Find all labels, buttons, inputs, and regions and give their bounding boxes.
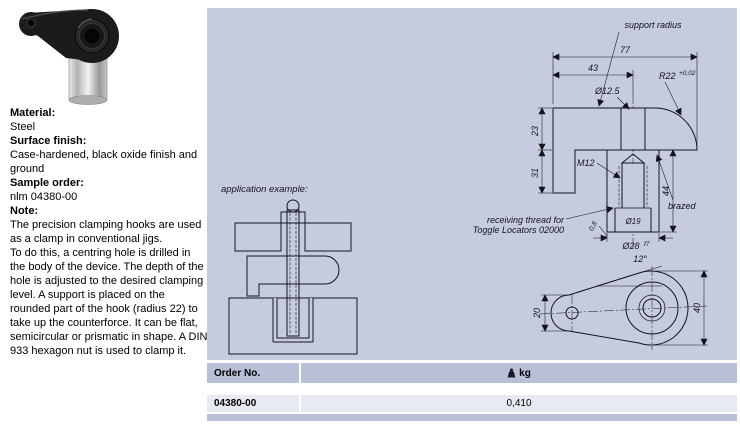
dim-lip-height: 31 [530, 168, 540, 178]
brazed-label: brazed [668, 201, 697, 211]
note-text: The precision clamping hooks are used as… [10, 219, 208, 357]
dim-radius-tol: +0,02 [679, 70, 696, 77]
plan-view: 20 40 12° [532, 254, 708, 350]
dim-shank-fit: f7 [644, 241, 650, 248]
dim-radius: R22 [659, 71, 676, 81]
weight-header: kg [301, 363, 737, 383]
dim-thread: M12 [577, 158, 595, 168]
main-section-view [552, 94, 698, 248]
dim-large-end-width: 40 [692, 303, 702, 313]
dim-surface-finish: 0,8 [588, 221, 599, 233]
sample-order-label: Sample order: [10, 177, 84, 189]
dim-shank-dia: Ø28 [621, 241, 639, 251]
weight-icon [507, 368, 516, 378]
product-photo-image [19, 9, 119, 105]
receiving-thread-label-1: receiving thread for [487, 215, 565, 225]
dim-head-height: 23 [530, 126, 540, 137]
surface-finish-symbol: 0,8 [588, 221, 608, 238]
order-no-cell: 04380-00 [207, 395, 301, 412]
weight-header-label: kg [519, 367, 531, 379]
order-no-header: Order No. [207, 363, 301, 383]
sample-order-value: nlm 04380-00 [10, 191, 78, 203]
dim-angle: 12° [633, 254, 647, 264]
shank-cylinder [68, 57, 108, 105]
hook-head [19, 9, 119, 63]
table-header-row: Order No. kg [207, 363, 737, 383]
table-row: 04380-00 0,410 [207, 395, 737, 412]
surface-finish-value: Case-hardened, black oxide finish and gr… [10, 149, 198, 175]
dim-shank-length: 44 [661, 186, 671, 196]
material-label: Material: [10, 107, 56, 119]
order-table: Order No. kg 04380-00 0,410 [207, 363, 737, 421]
product-info: Material: Steel Surface finish: Case-har… [10, 106, 208, 358]
weight-cell: 0,410 [506, 398, 532, 409]
surface-finish-label: Surface finish: [10, 135, 87, 147]
material-value: Steel [10, 121, 36, 133]
main-view-dimensions: support radius 77 43 R22 +0,02 Ø12.5 [473, 20, 698, 251]
dim-total-width: 77 [620, 45, 631, 55]
dim-hole-dia: Ø12.5 [594, 86, 621, 96]
technical-drawing: support radius 77 43 R22 +0,02 Ø12.5 [221, 20, 708, 355]
dim-counterbore-dia: Ø19 [624, 217, 641, 226]
dim-small-end-width: 20 [532, 308, 542, 319]
support-radius-label: support radius [624, 20, 682, 30]
note-label: Note: [10, 205, 39, 217]
drawing-panel: support radius 77 43 R22 +0,02 Ø12.5 [207, 8, 737, 360]
dim-hole-offset: 43 [588, 63, 598, 73]
table-bottom-strip [207, 414, 737, 421]
application-example: application example: [221, 184, 358, 355]
receiving-thread-label-2: Toggle Locators 02000 [473, 225, 564, 235]
application-example-label: application example: [221, 184, 308, 195]
product-photo [8, 6, 140, 108]
